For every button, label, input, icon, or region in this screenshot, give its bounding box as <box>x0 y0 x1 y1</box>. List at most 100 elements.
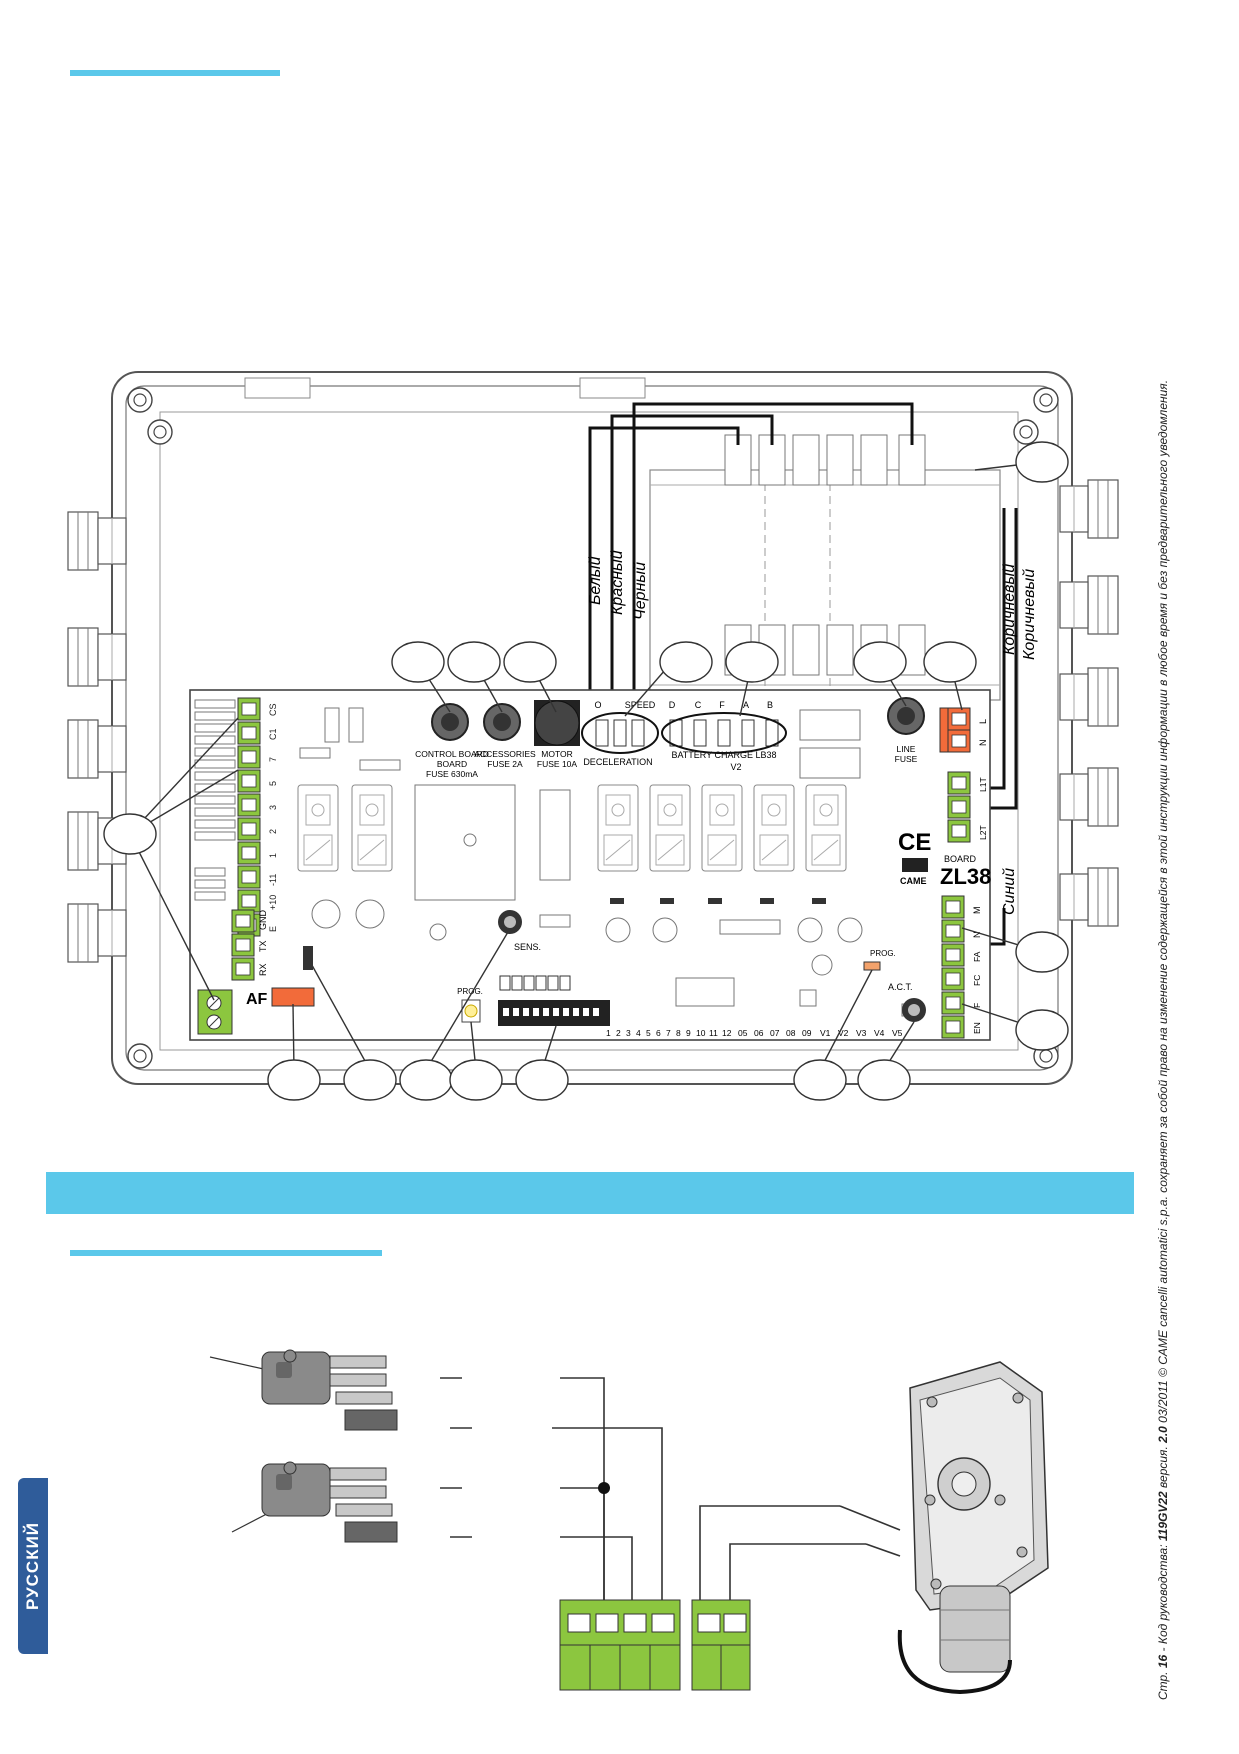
section-accent-line <box>70 1250 382 1256</box>
terminal-label: -11 <box>268 874 278 886</box>
dip-label: 1 <box>606 1028 611 1038</box>
dip-label: V5 <box>892 1028 903 1038</box>
dip-label: V1 <box>820 1028 831 1038</box>
cable-gland-icon <box>1059 575 1119 635</box>
prog-button-label: PROG. <box>457 987 483 996</box>
board-model: ZL38 <box>940 864 991 889</box>
footer-version-label: версия. <box>1156 1446 1170 1488</box>
dip-label: 09 <box>802 1028 812 1038</box>
fuse-value: FUSE 10A <box>537 759 577 769</box>
board-word: BOARD <box>944 854 977 864</box>
cable-gland-icon <box>67 627 127 687</box>
footer-date: 03/2011 <box>1156 1380 1170 1423</box>
dip-switch[interactable] <box>498 975 610 1026</box>
terminal-label: FA <box>972 951 982 962</box>
ce-mark: CE <box>898 829 931 856</box>
terminal-label: CS <box>268 703 278 716</box>
fuse-accessories[interactable] <box>483 703 521 741</box>
svg-text:BOARD: BOARD <box>437 759 467 769</box>
terminal-block-rs485[interactable] <box>231 909 255 981</box>
prog-button[interactable] <box>461 999 481 1023</box>
limit-wiring <box>552 1377 663 1620</box>
jumper-group-battery[interactable] <box>669 719 779 747</box>
sens-trimmer[interactable] <box>498 910 522 934</box>
dip-label: 2 <box>616 1028 621 1038</box>
wire-label-black: Черный <box>632 562 649 620</box>
dip-label: V4 <box>874 1028 885 1038</box>
jumper-letter: D <box>669 700 676 710</box>
deceleration-label: DECELERATION <box>583 757 652 767</box>
dip-label: 6 <box>656 1028 661 1038</box>
dip-label: 3 <box>626 1028 631 1038</box>
prog-led <box>863 961 881 971</box>
footer-page-prefix: Стр. <box>1156 1671 1170 1701</box>
language-tab-label: РУССКИЙ <box>23 1521 42 1611</box>
terminal-label: F <box>972 1003 982 1008</box>
limit-microswitch-2 <box>231 1461 398 1543</box>
brand-label: CAME <box>900 876 927 886</box>
dip-label: 10 <box>696 1028 706 1038</box>
jumper-letter: F <box>719 700 725 710</box>
terminal-block-limit-bottom <box>559 1599 681 1691</box>
fuse-label: CONTROL BOARD <box>415 749 489 759</box>
callout-ring <box>581 712 659 754</box>
callout-ring <box>661 712 787 754</box>
dip-label: 06 <box>754 1028 764 1038</box>
cable-gland-icon <box>1059 479 1119 539</box>
gearmotor <box>897 1361 1049 1695</box>
cable-gland-icon <box>67 719 127 779</box>
jumper-letter: O <box>594 700 601 710</box>
terminal-label: L <box>978 719 988 724</box>
footer-copyright: © CAME cancelli automatici s.p.a. сохран… <box>1156 379 1170 1377</box>
terminal-label: GND <box>258 910 268 931</box>
act-trimmer[interactable] <box>902 998 926 1022</box>
wire-label-brown-2: Коричневый <box>1021 569 1038 660</box>
dip-label: 12 <box>722 1028 732 1038</box>
terminal-block-power[interactable] <box>939 707 971 753</box>
footer-text: Стр. 16 - Код руководства: 119GV22 верси… <box>1156 380 1170 1700</box>
fuse-label: MOTOR <box>541 749 572 759</box>
earth-terminal[interactable] <box>197 989 233 1035</box>
terminal-label: 5 <box>268 781 278 786</box>
fuse-motor[interactable] <box>534 700 580 746</box>
terminal-label: +10 <box>268 895 278 910</box>
wire-label-brown-1: Коричневый <box>1001 564 1018 655</box>
footer-manual-code: 119GV22 <box>1156 1491 1170 1542</box>
speed-label: SPEED <box>625 700 656 710</box>
terminal-label: N <box>978 740 988 747</box>
act-label: A.C.T. <box>888 982 913 992</box>
language-tab <box>18 1478 48 1654</box>
terminal-label: 3 <box>268 805 278 810</box>
corner-screw-icon <box>127 387 153 413</box>
dip-label: 08 <box>786 1028 796 1038</box>
cable-gland-icon <box>1059 667 1119 727</box>
terminal-label: FC <box>972 975 982 986</box>
terminal-label: 7 <box>268 757 278 762</box>
came-logo-icon <box>902 858 928 872</box>
v2-label: V2 <box>730 762 741 772</box>
dip-label: 8 <box>676 1028 681 1038</box>
fuse-control-board[interactable] <box>431 703 469 741</box>
dip-label: 7 <box>666 1028 671 1038</box>
footer-version: 2.0 <box>1156 1426 1170 1443</box>
terminal-label: EN <box>972 1022 982 1034</box>
jumper-group-speed[interactable] <box>595 719 645 747</box>
dip-label: 07 <box>770 1028 780 1038</box>
wire-label-white: Белый <box>587 556 604 605</box>
wire-label-blue: Синий <box>1001 868 1018 915</box>
terminal-label: 1 <box>268 853 278 858</box>
terminal-label: 2 <box>268 829 278 834</box>
terminal-label: L1T <box>978 777 988 792</box>
terminal-block-transformer[interactable] <box>947 771 971 843</box>
footer-page-number: 16 <box>1156 1654 1170 1669</box>
control-board: CS C1 7 5 3 2 1 -11 +10 E GND TX RX <box>189 689 991 1041</box>
fuse-line[interactable] <box>887 697 925 735</box>
fuse-value: FUSE 630mA <box>426 769 478 779</box>
corner-screw-icon <box>1033 387 1059 413</box>
jumper-letter: C <box>695 700 702 710</box>
fuse-value: FUSE 2A <box>487 759 523 769</box>
af-connector[interactable] <box>271 987 315 1007</box>
terminal-label: RX <box>258 963 268 976</box>
fuse-value: FUSE <box>895 754 918 764</box>
